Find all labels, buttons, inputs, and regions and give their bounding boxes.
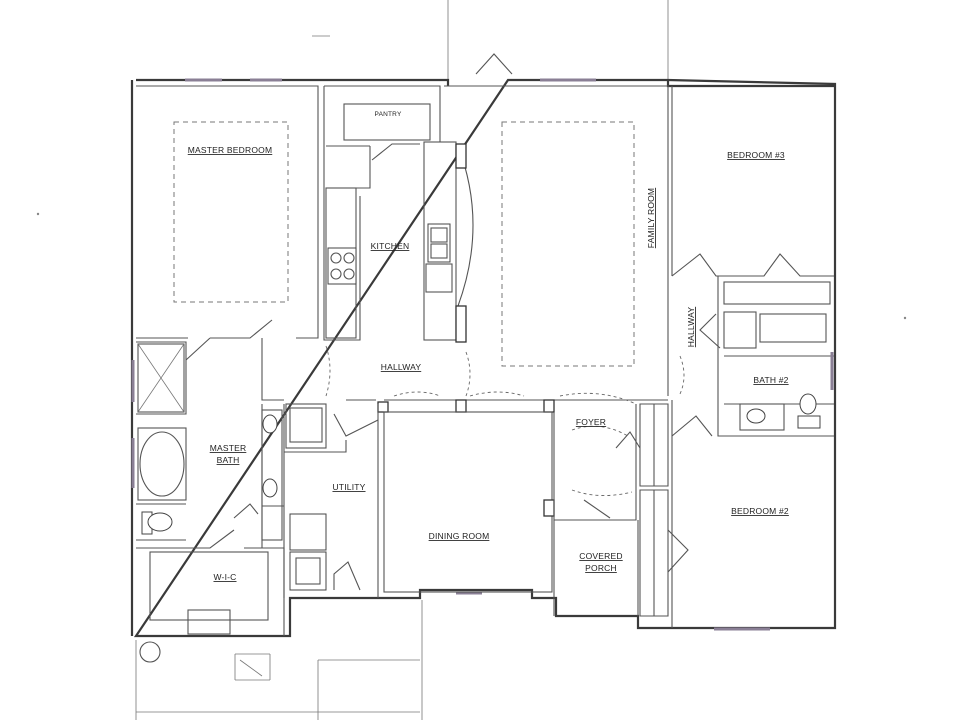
- label-wic: W-I-C: [213, 572, 236, 582]
- interior-walls: [131, 53, 834, 663]
- scan-marks: [36, 0, 907, 720]
- label-covered-porch-1: COVERED: [579, 551, 622, 561]
- label-kitchen: KITCHEN: [371, 241, 410, 251]
- label-bath-2: BATH #2: [753, 375, 788, 385]
- label-dining-room: DINING ROOM: [429, 531, 490, 541]
- room-labels: MASTER BEDROOM PANTRY KITCHEN FAMILY ROO…: [188, 111, 789, 582]
- label-pantry: PANTRY: [375, 111, 402, 118]
- label-covered-porch-2: PORCH: [585, 563, 617, 573]
- label-bedroom-2: BEDROOM #2: [731, 506, 789, 516]
- label-foyer: FOYER: [576, 417, 606, 427]
- label-master-bedroom: MASTER BEDROOM: [188, 145, 273, 155]
- label-hallway-main: HALLWAY: [381, 362, 422, 372]
- label-master-bath-1: MASTER: [210, 443, 247, 453]
- label-hallway-side: HALLWAY: [686, 307, 696, 348]
- label-utility: UTILITY: [332, 482, 365, 492]
- label-bedroom-3: BEDROOM #3: [727, 150, 785, 160]
- label-master-bath-2: BATH: [217, 455, 240, 465]
- exterior-walls: [130, 78, 837, 638]
- label-family-room: FAMILY ROOM: [646, 188, 656, 248]
